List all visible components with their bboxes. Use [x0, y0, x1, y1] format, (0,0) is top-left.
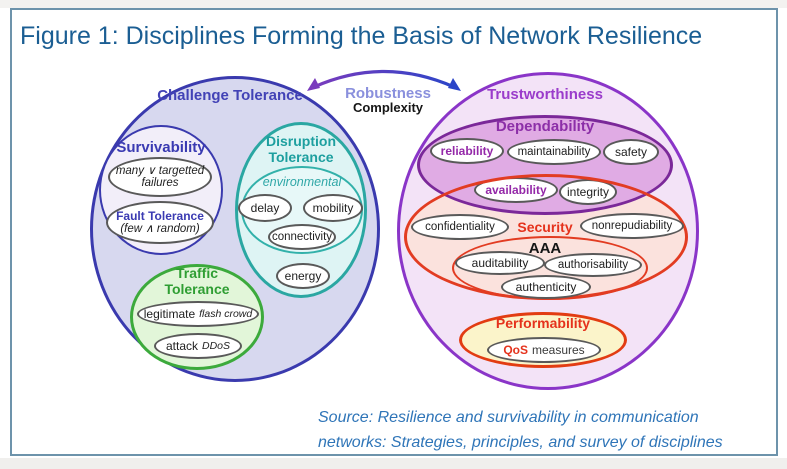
source-text: Source: Resilience and survivability in …: [318, 405, 778, 455]
page-bottom-margin: [0, 458, 787, 469]
robustness-label: Robustness: [345, 85, 431, 102]
legitimate-text: legitimate: [143, 307, 196, 321]
survivability-label: Survivability: [116, 139, 206, 156]
robustness-complexity-arrow-icon: [307, 69, 461, 91]
ddos-text: DDoS: [202, 340, 231, 352]
authorisability-pill: authorisability: [544, 253, 642, 277]
disruption-line1: Disruption: [266, 133, 336, 149]
fault-tolerance-text: Fault Tolerance: [116, 208, 204, 223]
many-targetted-text: many ∨ targetted: [115, 164, 205, 177]
dependability-label: Dependability: [495, 118, 595, 135]
qos-measures-pill: QoS measures: [487, 337, 601, 363]
few-random-text: (few ∧ random): [120, 222, 200, 235]
attack-ddos-pill: attack DDoS: [154, 333, 242, 359]
nonrepudiability-pill: nonrepudiability: [580, 213, 684, 239]
challenge-tolerance-label: Challenge Tolerance: [157, 87, 303, 104]
measures-text: measures: [531, 343, 585, 357]
flash-crowd-text: flash crowd: [199, 308, 253, 320]
qos-text: QoS: [503, 343, 528, 357]
connectivity-pill: connectivity: [268, 224, 336, 250]
maintainability-pill: maintainability: [507, 139, 601, 165]
figure-title: Figure 1: Disciplines Forming the Basis …: [20, 22, 703, 50]
traffic-line2: Tolerance: [164, 281, 230, 297]
attack-text: attack: [165, 339, 198, 353]
confidentiality-pill: confidentiality: [411, 214, 509, 240]
delay-pill: delay: [238, 194, 292, 222]
disruption-tolerance-label: Disruption Tolerance: [241, 133, 361, 165]
page-top-margin: [0, 0, 787, 8]
energy-pill: energy: [276, 263, 330, 289]
aaa-label: AAA: [528, 240, 562, 257]
authenticity-pill: authenticity: [501, 275, 591, 299]
failures-text: failures: [141, 177, 179, 189]
source-line2: networks: Strategies, principles, and su…: [318, 434, 723, 451]
mobility-pill: mobility: [303, 194, 363, 222]
traffic-tolerance-label: Traffic Tolerance: [147, 265, 247, 297]
traffic-line1: Traffic: [175, 265, 218, 281]
disruption-line2: Tolerance: [268, 149, 334, 165]
aaa-ellipse: [452, 236, 648, 300]
environmental-label: environmental: [262, 175, 342, 189]
complexity-label: Complexity: [352, 100, 424, 115]
reliability-pill: reliability: [430, 138, 504, 164]
security-label: Security: [517, 219, 573, 235]
safety-pill: safety: [603, 139, 659, 165]
source-line1: Source: Resilience and survivability in …: [318, 409, 699, 426]
fault-tolerance-pill: Fault Tolerance (few ∧ random): [106, 201, 214, 244]
auditability-pill: auditability: [455, 251, 545, 275]
many-targetted-failures-pill: many ∨ targetted failures: [108, 157, 212, 197]
performability-label: Performability: [495, 315, 591, 331]
trustworthiness-label: Trustworthiness: [487, 86, 603, 103]
legitimate-flash-crowd-pill: legitimate flash crowd: [137, 301, 259, 327]
